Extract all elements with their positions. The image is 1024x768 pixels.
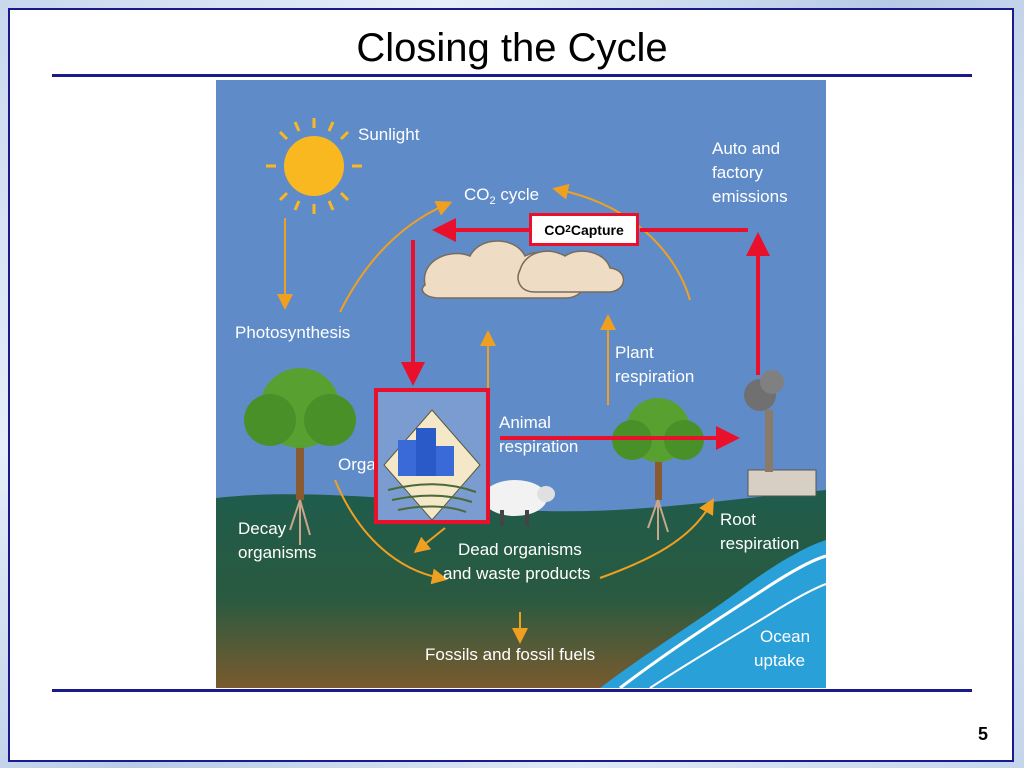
- co2-capture-sub: 2: [565, 224, 571, 235]
- roots-icon: [289, 499, 669, 545]
- footer-rule: [52, 689, 972, 692]
- label-root-2: respiration: [720, 534, 799, 553]
- co2-capture-prefix: CO: [544, 221, 566, 238]
- building-icon: [383, 409, 481, 521]
- label-root-1: Root: [720, 510, 756, 529]
- label-ocean-1: Ocean: [760, 627, 810, 646]
- label-photosynthesis: Photosynthesis: [235, 323, 350, 342]
- label-plant-2: respiration: [615, 367, 694, 386]
- label-animal-2: respiration: [499, 437, 578, 456]
- capture-flow: [374, 218, 770, 524]
- label-co2-cycle: CO2 cycle: [464, 185, 539, 207]
- ocean-wave-1: [619, 554, 827, 690]
- cycle-arc-left-bottom: [334, 479, 448, 585]
- label-dead-1: Dead organisms: [458, 540, 582, 559]
- label-dead-2: and waste products: [443, 564, 590, 583]
- label-decay-1: Decay: [238, 519, 287, 538]
- label-animal-1: Animal: [499, 413, 551, 432]
- label-auto-3: emissions: [712, 187, 788, 206]
- label-auto-2: factory: [712, 163, 764, 182]
- label-decay-2: organisms: [238, 543, 316, 562]
- cycle-arc-left-top: [339, 200, 453, 313]
- label-fossils: Fossils and fossil fuels: [425, 645, 595, 664]
- sun-icon: [266, 118, 362, 214]
- title-rule: [52, 74, 972, 77]
- slide-title: Closing the Cycle: [356, 26, 668, 70]
- ocean-wave-2: [649, 583, 827, 689]
- label-organic: Orga: [338, 455, 376, 474]
- dead-organisms-arrow: [413, 527, 446, 553]
- cycle-arc-right-bottom: [599, 498, 714, 579]
- page-number: 5: [977, 724, 988, 744]
- label-ocean-2: uptake: [754, 651, 805, 670]
- cloud-icon: [421, 240, 625, 299]
- tree-left-icon: [244, 368, 356, 500]
- label-plant-1: Plant: [615, 343, 654, 362]
- label-sunlight: Sunlight: [358, 125, 420, 144]
- ocean: [600, 540, 826, 688]
- co2-capture-suffix: Capture: [570, 221, 624, 238]
- sheep-icon: [483, 480, 555, 526]
- label-auto-1: Auto and: [712, 139, 780, 158]
- factory-icon: [744, 370, 817, 497]
